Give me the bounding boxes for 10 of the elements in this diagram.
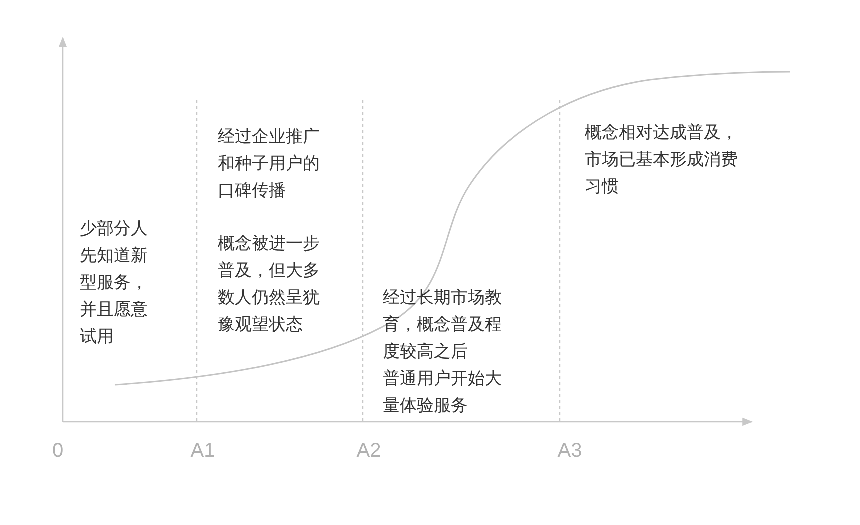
stage-note: 普通用户开始大量体验服务 — [383, 368, 503, 418]
stage-note: 概念相对达成普及，市场已基本形成消费习惯 — [585, 122, 739, 199]
stage-note: 经过企业推广和种子用户的口碑传播 — [218, 126, 321, 203]
tick-label: A2 — [356, 440, 382, 463]
stage-note: 概念被进一步普及，但大多数人仍然呈犹豫观望状态 — [218, 233, 321, 337]
tick-label: A3 — [558, 440, 582, 463]
tick-label: 0 — [52, 440, 64, 463]
stage-note: 少部分人先知道新型服务，并且愿意试用 — [80, 218, 149, 349]
tick-label: A1 — [190, 440, 216, 463]
stage-note: 经过长期市场教育，概念普及程度较高之后 — [383, 287, 503, 364]
